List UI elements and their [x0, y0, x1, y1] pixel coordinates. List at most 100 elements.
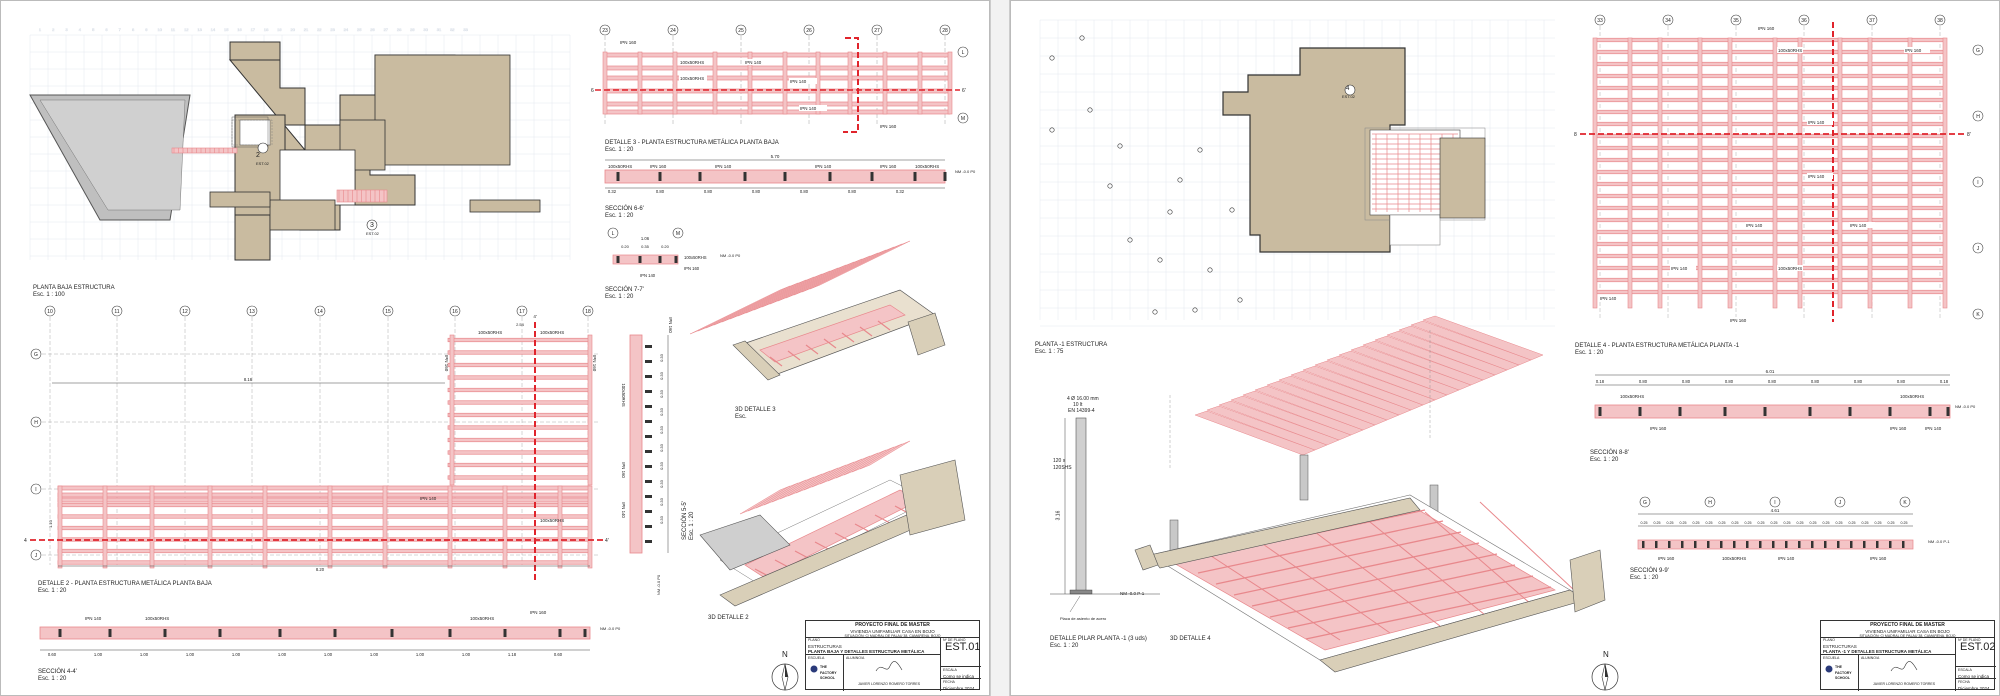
dimension: 0.25	[1901, 521, 1908, 525]
ipn-profile	[1811, 541, 1814, 548]
ipn-profile	[558, 629, 562, 637]
grid-number: 29	[410, 27, 415, 32]
ipn-profile	[1798, 541, 1801, 548]
north2-label: N	[1603, 650, 1609, 659]
ipn-profile	[1946, 407, 1950, 416]
callout-4: 4	[1346, 86, 1350, 92]
column-dot	[1197, 147, 1203, 153]
joist	[1867, 37, 1873, 309]
beam-label: 100x50RHS	[621, 383, 626, 406]
tb2-plano: ESTRUCTURAS	[1823, 643, 1857, 649]
ipn-profile	[638, 256, 642, 263]
axis-23: 23	[602, 28, 608, 34]
section55-scale: Esc. 1 : 20	[689, 511, 695, 540]
axis-38: 38	[1937, 18, 1943, 24]
ipn-profile	[1772, 541, 1775, 548]
beam	[1594, 85, 1946, 91]
dimension: 1.00	[462, 652, 471, 657]
ipn-profile	[1668, 541, 1671, 548]
axis-M: M	[676, 231, 680, 237]
axis-26-bubble	[803, 24, 815, 36]
callout-3: 3	[370, 222, 374, 229]
dimension: 1.00	[324, 652, 333, 657]
grid-number: 1	[39, 27, 42, 32]
dimension: 0.80	[800, 189, 809, 194]
dimension: 0.32	[608, 189, 617, 194]
beam	[447, 475, 591, 480]
label-bg	[1904, 47, 1930, 53]
iso-joist	[769, 356, 783, 367]
school-logo-icon	[1825, 665, 1833, 673]
axis-12: 12	[182, 309, 188, 315]
iso-wall	[907, 312, 946, 356]
cut-label: 4'	[605, 538, 609, 544]
ipn-profile	[645, 510, 652, 513]
axis-I-bubble	[1769, 496, 1781, 508]
dimension: 0.35	[641, 244, 650, 249]
section66-title: SECCIÓN 6-6'	[605, 206, 644, 212]
grid-number: 25	[357, 27, 362, 32]
ipn-profile	[1837, 541, 1840, 548]
row-G: G	[34, 352, 38, 358]
ipn-profile	[645, 450, 652, 453]
axis-J: J	[1839, 500, 1842, 506]
cut-label: 6	[591, 88, 594, 94]
joist	[1592, 37, 1598, 309]
ipn-profile	[503, 629, 507, 637]
pillar-base: Placa de asiento de acero	[1060, 616, 1107, 621]
ipn-profile	[783, 172, 787, 181]
ipn-profile	[1902, 541, 1905, 548]
axis-15: 15	[385, 309, 391, 315]
axis-27: 27	[874, 28, 880, 34]
section44-scale: Esc. 1 : 20	[38, 676, 67, 682]
row-L-bubble	[957, 46, 969, 58]
grid-number: 28	[397, 27, 402, 32]
axis-M-bubble	[672, 227, 684, 239]
column-dot	[1167, 209, 1173, 215]
joist	[712, 51, 718, 115]
beam	[57, 492, 591, 498]
ipn-profile	[1763, 407, 1767, 416]
cut-label: 4'	[533, 314, 537, 319]
beam	[1594, 157, 1946, 163]
tb-fecha-label: FECHA	[943, 680, 955, 684]
ipn-profile	[658, 256, 662, 263]
joist	[149, 485, 155, 569]
ipn-profile	[645, 465, 652, 468]
beam	[1594, 253, 1946, 259]
beam	[447, 375, 591, 380]
plan-title: PLANTA BAJA ESTRUCTURA	[33, 285, 115, 291]
label-bg	[619, 39, 647, 45]
ipn-profile	[1928, 407, 1932, 416]
section-band	[629, 334, 643, 554]
beam	[1594, 193, 1946, 199]
column-dot	[1087, 107, 1093, 113]
axis-H: H	[1708, 500, 1712, 506]
beam	[1594, 97, 1946, 103]
dimension: 0.25	[1888, 521, 1895, 525]
grid-number: 33	[463, 27, 468, 32]
beam-label: 100x50RHS	[1620, 394, 1644, 399]
beam	[57, 560, 591, 565]
row-L: L	[962, 50, 965, 56]
axis-33: 33	[1597, 18, 1603, 24]
dimension: 0.80	[704, 189, 713, 194]
axis-14-bubble	[314, 305, 326, 317]
ipn-profile	[448, 629, 452, 637]
dimension: 0.25	[1875, 521, 1882, 525]
beam-label: IPN 160	[1650, 426, 1667, 431]
iso-joist	[1197, 520, 1444, 574]
beam-label: IPN 140	[1778, 556, 1795, 561]
label-bg	[1757, 25, 1783, 31]
axis-35: 35	[1733, 18, 1739, 24]
beam-label: 100x50RHS	[478, 330, 502, 335]
iso-wall	[899, 459, 966, 536]
label-bg	[1807, 173, 1833, 179]
joist	[1697, 37, 1703, 309]
dimension: 0.25	[1797, 521, 1804, 525]
beam-label: IPN 140	[1808, 120, 1825, 125]
callout-2-sheet: EST.02	[256, 161, 269, 166]
dimension: 0.25	[1784, 521, 1791, 525]
title-block: PROYECTO FINAL DE MASTER VIVIENDA UNIFAM…	[805, 620, 981, 691]
